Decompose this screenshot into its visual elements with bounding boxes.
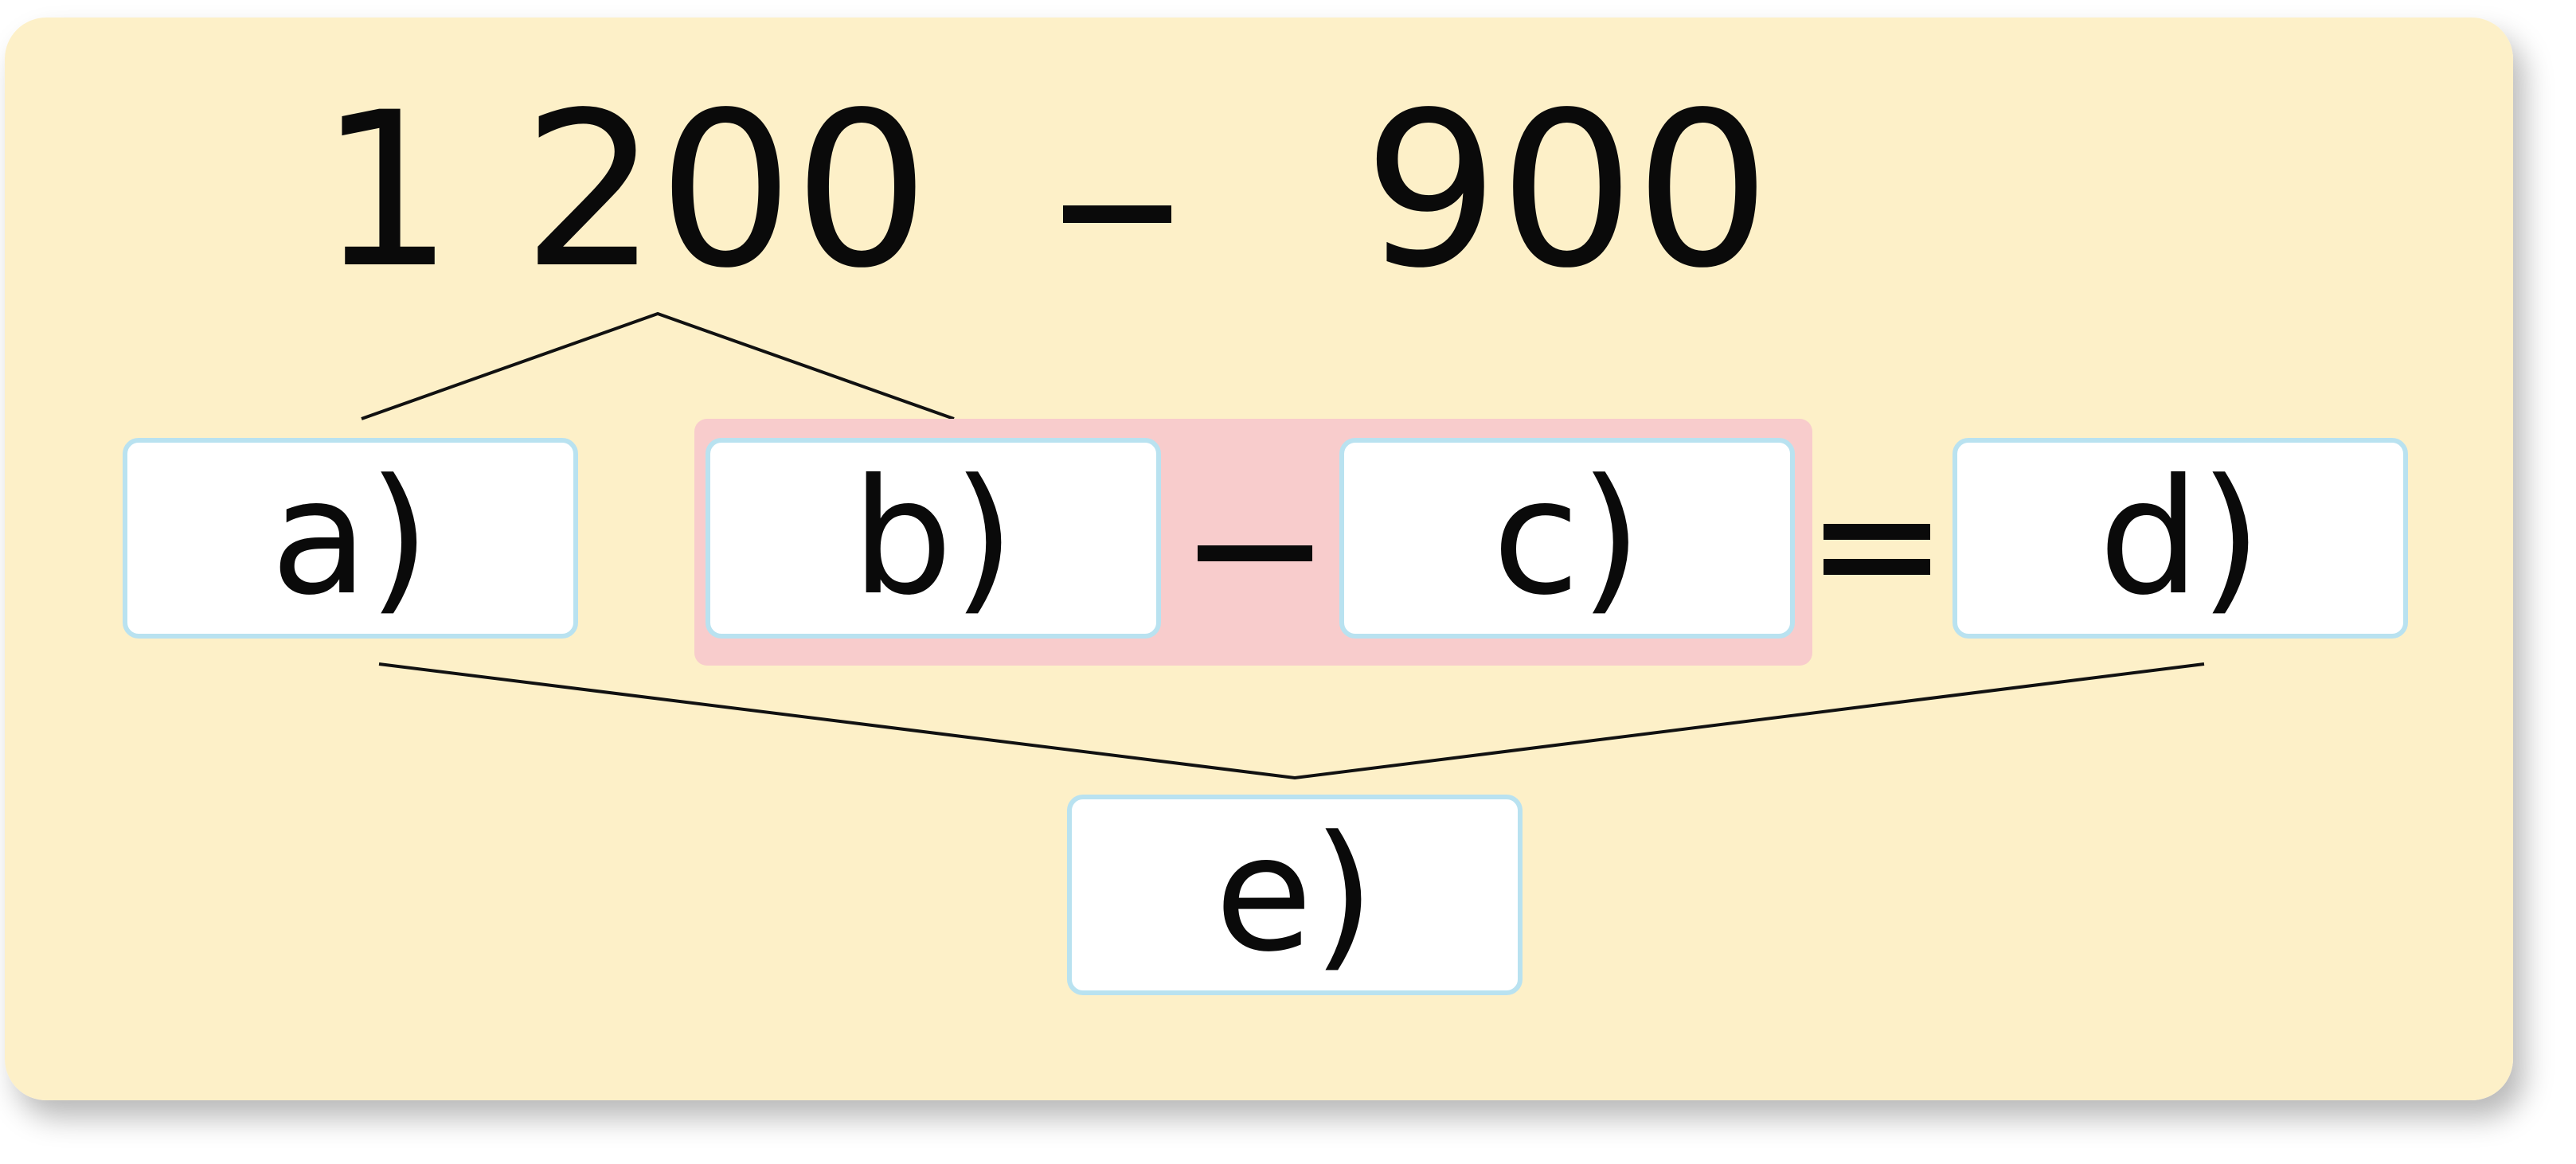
right-number: 900 — [1363, 67, 1771, 315]
box-label-d: d) — [2098, 445, 2262, 631]
answer-box-e[interactable]: e) — [1067, 795, 1523, 995]
equals-sign-top-bar — [1824, 524, 1930, 540]
box-label-c: c) — [1492, 445, 1642, 631]
box-label-e: e) — [1214, 802, 1375, 987]
box-label-b: b) — [851, 445, 1015, 631]
answer-box-c[interactable]: c) — [1339, 438, 1795, 639]
answer-box-b[interactable]: b) — [706, 438, 1161, 639]
answer-box-d[interactable]: d) — [1953, 438, 2408, 639]
left-number: 1 200 — [319, 67, 930, 315]
equals-sign-bottom-bar — [1824, 559, 1930, 575]
answer-box-a[interactable]: a) — [123, 438, 578, 639]
box-label-a: a) — [270, 445, 431, 631]
equation-minus-sign — [1198, 545, 1312, 561]
expression-minus-sign — [1063, 205, 1171, 223]
